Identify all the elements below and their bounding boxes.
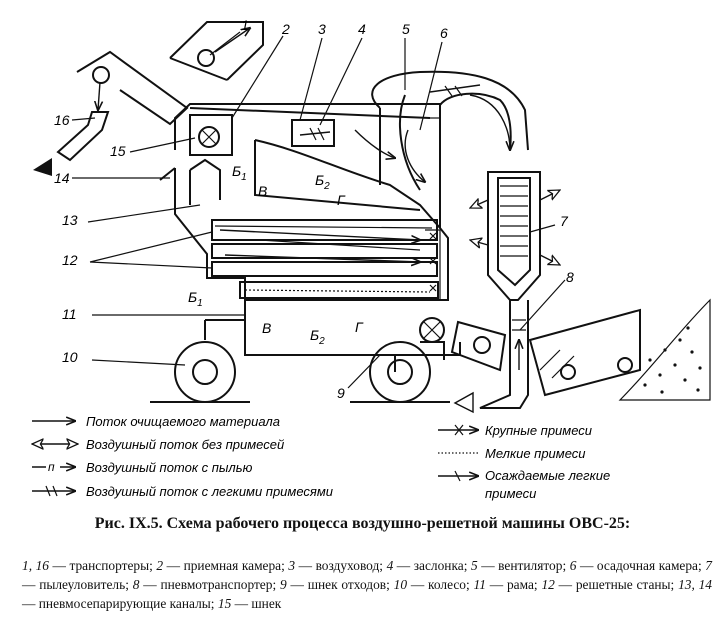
fan-5	[354, 70, 529, 191]
legend-fine: Мелкие примеси	[485, 446, 586, 461]
label-4: 4	[358, 21, 366, 37]
legend-light-air: Воздушный поток с легкими примесями	[86, 484, 333, 499]
legend-coarse: Крупные примеси	[485, 423, 592, 438]
label-7: 7	[560, 213, 569, 229]
pneumotransporter-8	[450, 300, 529, 414]
label-13: 13	[62, 212, 78, 228]
zone-b1-bottom: Б1	[188, 289, 203, 309]
legend-material: Поток очищаемого материала	[86, 414, 280, 429]
label-2: 2	[281, 21, 290, 37]
zone-g-bottom: Г	[355, 319, 364, 335]
legend-clean-air: Воздушный поток без примесей	[86, 437, 284, 452]
legend: Поток очищаемого материала Воздушный пот…	[32, 414, 610, 501]
caption-item: 12 — решетные станы;	[541, 577, 675, 592]
zone-b1-top: Б1	[232, 163, 247, 183]
caption-item: 7 — пылеуловитель;	[22, 558, 712, 592]
machine-diagram: 1 2 3 4 5 6 7 8 9 10 11 12 13 14 15 16 Б…	[0, 17, 711, 501]
caption-item: 2 — приемная камера;	[156, 558, 285, 573]
label-11: 11	[62, 306, 77, 322]
sieve-frames	[211, 219, 441, 300]
legend-dust-air: Воздушный поток с пылью	[86, 460, 253, 475]
label-6: 6	[440, 25, 448, 41]
figure-caption-title: Рис. IX.5. Схема рабочего процесса возду…	[94, 515, 631, 532]
caption-item: 4 — заслонка;	[386, 558, 468, 573]
caption-item: 8 — пневмотранспортер;	[132, 577, 277, 592]
label-10: 10	[62, 349, 78, 365]
caption-item: 11 — рама;	[473, 577, 538, 592]
waste-screw-9	[419, 317, 445, 360]
label-3: 3	[318, 21, 326, 37]
conveyor-1	[169, 21, 264, 81]
wheel-10	[150, 341, 450, 403]
caption-item: 10 — колесо;	[393, 577, 470, 592]
caption-item: 9 — шнек отходов;	[279, 577, 390, 592]
zone-b2-bottom: Б2	[310, 327, 325, 347]
caption-item: 5 — вентилятор;	[470, 558, 567, 573]
label-14: 14	[54, 170, 70, 186]
legend-dust-mark: п	[48, 460, 55, 474]
label-15: 15	[110, 143, 126, 159]
caption-item: 3 — воздуховод;	[288, 558, 384, 573]
caption-item: 6 — осадочная камера;	[569, 558, 702, 573]
zone-g-top: Г	[337, 192, 346, 208]
caption-item: 13, 14 — пневмосепарирующие каналы;	[22, 577, 713, 611]
loading-conveyor	[528, 298, 711, 401]
frame-11	[204, 300, 461, 372]
zone-v-bottom: В	[262, 320, 271, 336]
leader-lines	[71, 31, 566, 389]
label-5: 5	[402, 21, 410, 37]
zone-b2-top: Б2	[315, 172, 330, 192]
legend-settled-line1: Осаждаемые легкие	[485, 468, 610, 483]
label-12: 12	[62, 252, 78, 268]
caption-item: 15 — шнек	[217, 596, 282, 611]
dust-collector-7	[470, 171, 560, 301]
zone-v-top: В	[258, 183, 267, 199]
caption-item: 1, 16 — транспортеры;	[22, 558, 153, 573]
label-16: 16	[54, 112, 70, 128]
label-9: 9	[337, 385, 345, 401]
machine-housing	[159, 103, 449, 301]
label-1: 1	[241, 17, 249, 33]
legend-settled-line2: примеси	[485, 486, 536, 501]
label-8: 8	[566, 269, 574, 285]
figure-caption-items: 1, 16 — транспортеры; 2 — приемная камер…	[22, 556, 712, 613]
